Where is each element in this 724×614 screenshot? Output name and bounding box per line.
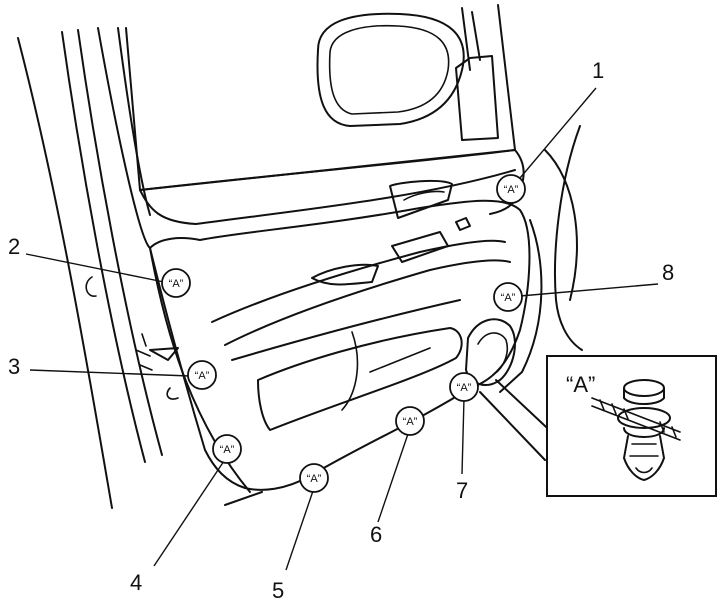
clip-marker-5: “A”: [299, 463, 329, 493]
body-pillar: [17, 27, 251, 509]
leader-lines: [25, 87, 659, 571]
clip-marker-6: “A”: [395, 406, 425, 436]
svg-text:“A”: “A”: [504, 184, 519, 196]
callout-7: 7: [456, 478, 468, 503]
clip-marker-2: “A”: [161, 268, 191, 298]
callout-5: 5: [272, 578, 284, 603]
callout-2: 2: [8, 234, 20, 259]
clip-marker-1: “A”: [496, 174, 526, 204]
callout-1: 1: [592, 58, 604, 83]
svg-text:“A”: “A”: [403, 416, 418, 428]
svg-text:“A”: “A”: [195, 370, 210, 382]
svg-text:“A”: “A”: [169, 278, 184, 290]
side-mirror: [316, 12, 499, 141]
detail-label: “A”: [566, 372, 595, 397]
clip-fastener-drawing: [591, 379, 681, 481]
callout-3: 3: [8, 354, 20, 379]
svg-text:“A”: “A”: [220, 444, 235, 456]
window-frame: [125, 4, 516, 191]
door-trim-panel: [139, 125, 583, 506]
svg-text:“A”: “A”: [457, 382, 472, 394]
clip-marker-3: “A”: [187, 360, 217, 390]
callout-4: 4: [130, 570, 142, 595]
callout-6: 6: [370, 522, 382, 547]
svg-text:“A”: “A”: [307, 473, 322, 485]
clip-marker-7: “A”: [449, 372, 479, 402]
clip-marker-4: “A”: [212, 434, 242, 464]
clip-detail-inset: “A”: [546, 355, 717, 497]
svg-text:“A”: “A”: [501, 292, 516, 304]
callout-8: 8: [662, 260, 674, 285]
clip-marker-8: “A”: [493, 282, 523, 312]
